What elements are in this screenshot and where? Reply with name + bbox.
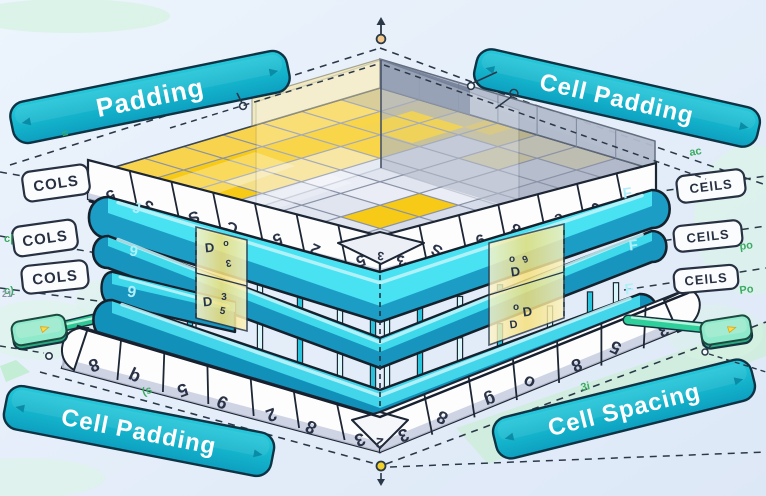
svg-text:o: o bbox=[509, 254, 515, 265]
svg-text:o: o bbox=[513, 302, 519, 313]
svg-text:c|: c| bbox=[4, 233, 13, 245]
svg-text:D: D bbox=[510, 263, 521, 279]
svg-text:=: = bbox=[61, 127, 70, 140]
svg-text:9: 9 bbox=[128, 243, 139, 261]
svg-text:6: 6 bbox=[520, 252, 529, 264]
svg-text:ac: ac bbox=[688, 145, 702, 159]
svg-text:c): c) bbox=[4, 285, 14, 297]
svg-text:F: F bbox=[628, 236, 639, 254]
svg-text:J: J bbox=[131, 200, 142, 218]
svg-text:(s: (s bbox=[141, 384, 154, 398]
svg-text:D: D bbox=[202, 294, 213, 310]
svg-text:5: 5 bbox=[219, 306, 227, 318]
svg-text:3: 3 bbox=[221, 292, 227, 303]
svg-text:9: 9 bbox=[126, 284, 137, 302]
svg-text:CElLS: CElLS bbox=[686, 226, 731, 245]
svg-text:po: po bbox=[739, 239, 754, 253]
svg-text:COLS: COLS bbox=[32, 172, 80, 195]
svg-text:F: F bbox=[622, 184, 633, 202]
svg-text:Po: Po bbox=[739, 283, 755, 297]
svg-text:3i: 3i bbox=[580, 380, 591, 394]
svg-text:2: 2 bbox=[375, 435, 384, 452]
svg-text:F: F bbox=[624, 280, 635, 298]
svg-text:D: D bbox=[522, 303, 533, 319]
svg-text:D: D bbox=[204, 240, 215, 256]
svg-text:CElLS: CElLS bbox=[684, 270, 728, 289]
svg-text:3: 3 bbox=[376, 249, 384, 264]
svg-text:COLS: COLS bbox=[21, 227, 69, 250]
svg-text:o: o bbox=[223, 238, 229, 248]
svg-text:CElLS: CElLS bbox=[689, 176, 734, 196]
svg-text:COLS: COLS bbox=[31, 267, 78, 289]
svg-text:D: D bbox=[509, 319, 519, 332]
svg-text:21-: 21- bbox=[2, 289, 15, 299]
svg-text:3: 3 bbox=[224, 257, 232, 269]
